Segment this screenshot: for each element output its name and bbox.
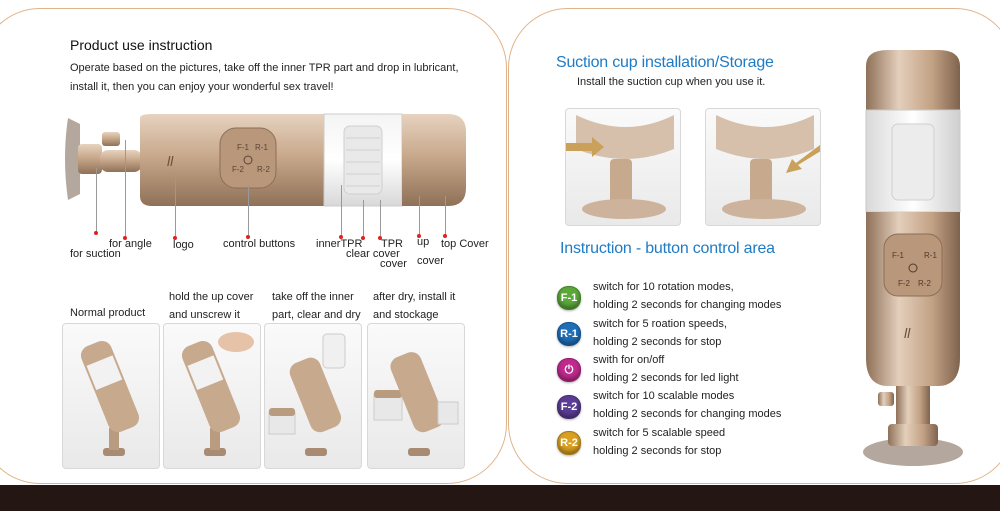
label-top-cover: top Cover [441,238,489,250]
label-up-cover-2: cover [417,255,444,267]
step-3-caption-line2: part, clear and dry [272,309,361,321]
f1-badge-icon: F-1 [557,286,581,310]
intro-text-line1: Operate based on the pictures, take off … [70,62,459,74]
svg-text:R-1: R-1 [924,251,937,260]
device-vertical-illustration: F-1 R-1 F-2 R-2 ll [863,50,963,466]
r2-badge-icon: R-2 [557,431,581,455]
step-1-photo [62,323,160,469]
marker-dot [339,235,343,239]
label-up-cover-1: up [417,236,430,248]
svg-text:F-2: F-2 [232,165,245,174]
marker-dot [378,236,382,240]
device-horizontal-illustration: F-1 R-1 F-2 R-2 ll [65,113,466,207]
label-logo: logo [173,239,194,251]
f2-desc-line2: holding 2 seconds for changing modes [593,408,782,420]
page-title: Product use instruction [70,37,213,53]
marker-dot [173,236,177,240]
step-2-caption-line2: and unscrew it [169,309,240,321]
step-4-caption-line1: after dry, install it [373,291,456,303]
suction-cup-title: Suction cup installation/Storage [556,54,774,71]
power-desc-line2: holding 2 seconds for led light [593,372,739,384]
f2-desc-line1: switch for 10 scalable modes [593,390,735,402]
svg-text:ll: ll [904,325,911,341]
svg-text:F-1: F-1 [892,251,905,260]
svg-text:R-1: R-1 [255,143,268,152]
r2-desc-line1: switch for 5 scalable speed [593,427,726,439]
suction-install-photo-2 [705,108,821,226]
label-for-suction: for suction [70,248,121,260]
r1-badge-icon: R-1 [557,322,581,346]
f2-badge-icon: F-2 [557,395,581,419]
f1-desc-line2: holding 2 seconds for changing modes [593,299,782,311]
intro-text-line2: install it, then you can enjoy your wond… [70,81,334,93]
step-3-caption-line1: take off the inner [272,291,354,303]
label-control-buttons: control buttons [223,238,296,250]
svg-text:F-1: F-1 [237,143,250,152]
step-2-photo [163,323,261,469]
r1-desc-line1: switch for 5 roation speeds, [593,318,727,330]
f1-desc-line1: switch for 10 rotation modes, [593,281,734,293]
power-desc-line1: swith for on/off [593,354,665,366]
step-3-photo [264,323,362,469]
label-tpr-cover-2: cover [380,258,407,270]
marker-dot [94,231,98,235]
label-for-angle: for angle [109,238,152,250]
svg-text:ll: ll [167,153,174,169]
bottom-bar [0,485,1000,511]
marker-dot [417,234,421,238]
r2-desc-line2: holding 2 seconds for stop [593,445,722,457]
marker-dot [361,236,365,240]
r1-desc-line2: holding 2 seconds for stop [593,336,722,348]
step-4-photo [367,323,465,469]
marker-dot [246,235,250,239]
step-2-caption-line1: hold the up cover [169,291,254,303]
marker-dot [123,236,127,240]
label-clear-cover: clear cover [346,248,400,260]
svg-text:F-2: F-2 [898,279,911,288]
label-inner-tpr: innerTPR [316,238,363,250]
step-1-caption: Normal product [70,307,146,319]
label-tpr-cover-1: TPR [381,238,403,250]
instruction-title: Instruction - button control area [560,240,775,257]
svg-text:R-2: R-2 [257,165,270,174]
power-badge-icon: ⏻ [557,358,581,382]
step-4-caption-line2: and stockage [373,309,439,321]
svg-text:R-2: R-2 [918,279,931,288]
suction-cup-subtitle: Install the suction cup when you use it. [577,76,766,88]
suction-install-photo-1 [565,108,681,226]
marker-dot [443,234,447,238]
